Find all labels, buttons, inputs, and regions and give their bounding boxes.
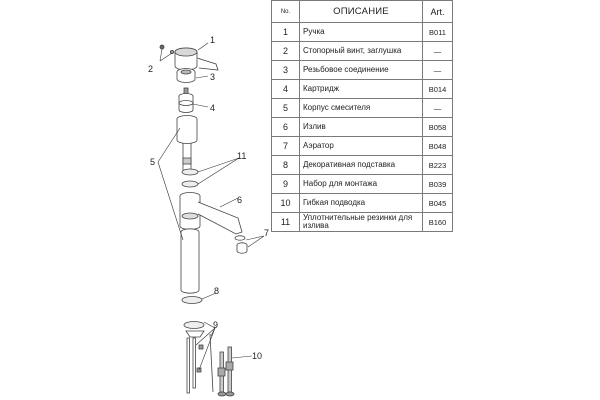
row-description: Уплотнительные резинки для излива [299, 212, 423, 232]
part-handle [174, 47, 219, 71]
part-mixer-body-upper [176, 115, 198, 170]
part-flexible-hoses [217, 346, 235, 397]
callout-10: 10 [252, 351, 262, 361]
callout-5: 5 [150, 157, 155, 167]
row-art: — [422, 98, 453, 118]
callout-3: 3 [210, 72, 215, 82]
row-no: 10 [271, 193, 300, 213]
row-art: B160 [422, 212, 453, 232]
row-no: 2 [271, 41, 300, 61]
part-aerator [234, 235, 248, 254]
row-no: 1 [271, 22, 300, 42]
row-description: Картридж [299, 79, 423, 99]
row-art: B011 [422, 22, 453, 42]
row-description: Ручка [299, 22, 423, 42]
row-description: Резьбовое соединение [299, 60, 423, 80]
callout-4: 4 [210, 103, 215, 113]
leader-lines [157, 42, 265, 371]
row-no: 4 [271, 79, 300, 99]
row-description: Гибкая подводка [299, 193, 423, 213]
row-art: B223 [422, 155, 453, 175]
callout-11: 11 [237, 151, 246, 161]
row-no: 5 [271, 98, 300, 118]
callout-7: 7 [264, 228, 269, 238]
row-no: 8 [271, 155, 300, 175]
row-no: 9 [271, 174, 300, 194]
callout-1: 1 [210, 35, 215, 45]
header-art: Art. [422, 0, 453, 23]
part-set-screw [159, 44, 174, 55]
row-art: B039 [422, 174, 453, 194]
part-decorative-base [181, 296, 203, 304]
part-spout [179, 192, 243, 235]
callout-9: 9 [213, 320, 218, 330]
part-cartridge [178, 87, 194, 113]
row-no: 7 [271, 136, 300, 156]
row-no: 3 [271, 60, 300, 80]
header-no: No. [271, 0, 300, 23]
row-description: Аэратор [299, 136, 423, 156]
row-description: Декоративная подставка [299, 155, 423, 175]
header-description: ОПИСАНИЕ [299, 0, 423, 23]
exploded-view-drawing: 1 2 3 4 5 6 7 8 9 10 11 [148, 35, 269, 397]
row-art: B048 [422, 136, 453, 156]
row-no: 6 [271, 117, 300, 137]
part-mounting-kit [183, 321, 214, 394]
row-art: — [422, 41, 453, 61]
callout-6: 6 [237, 195, 242, 205]
part-mixer-body-lower [180, 228, 200, 294]
row-description: Стопорный винт, заглушка [299, 41, 423, 61]
row-art: B014 [422, 79, 453, 99]
row-art: B045 [422, 193, 453, 213]
part-threaded-connection [176, 68, 196, 83]
table-header-row: No. ОПИСАНИЕ Art. [271, 0, 453, 23]
row-description: Набор для монтажа [299, 174, 423, 194]
row-description: Излив [299, 117, 423, 137]
part-o-rings [181, 168, 199, 188]
row-no: 11 [271, 212, 300, 232]
row-art: — [422, 60, 453, 80]
callout-2: 2 [148, 64, 153, 74]
row-description: Корпус смесителя [299, 98, 423, 118]
row-art: B058 [422, 117, 453, 137]
callout-8: 8 [214, 286, 219, 296]
